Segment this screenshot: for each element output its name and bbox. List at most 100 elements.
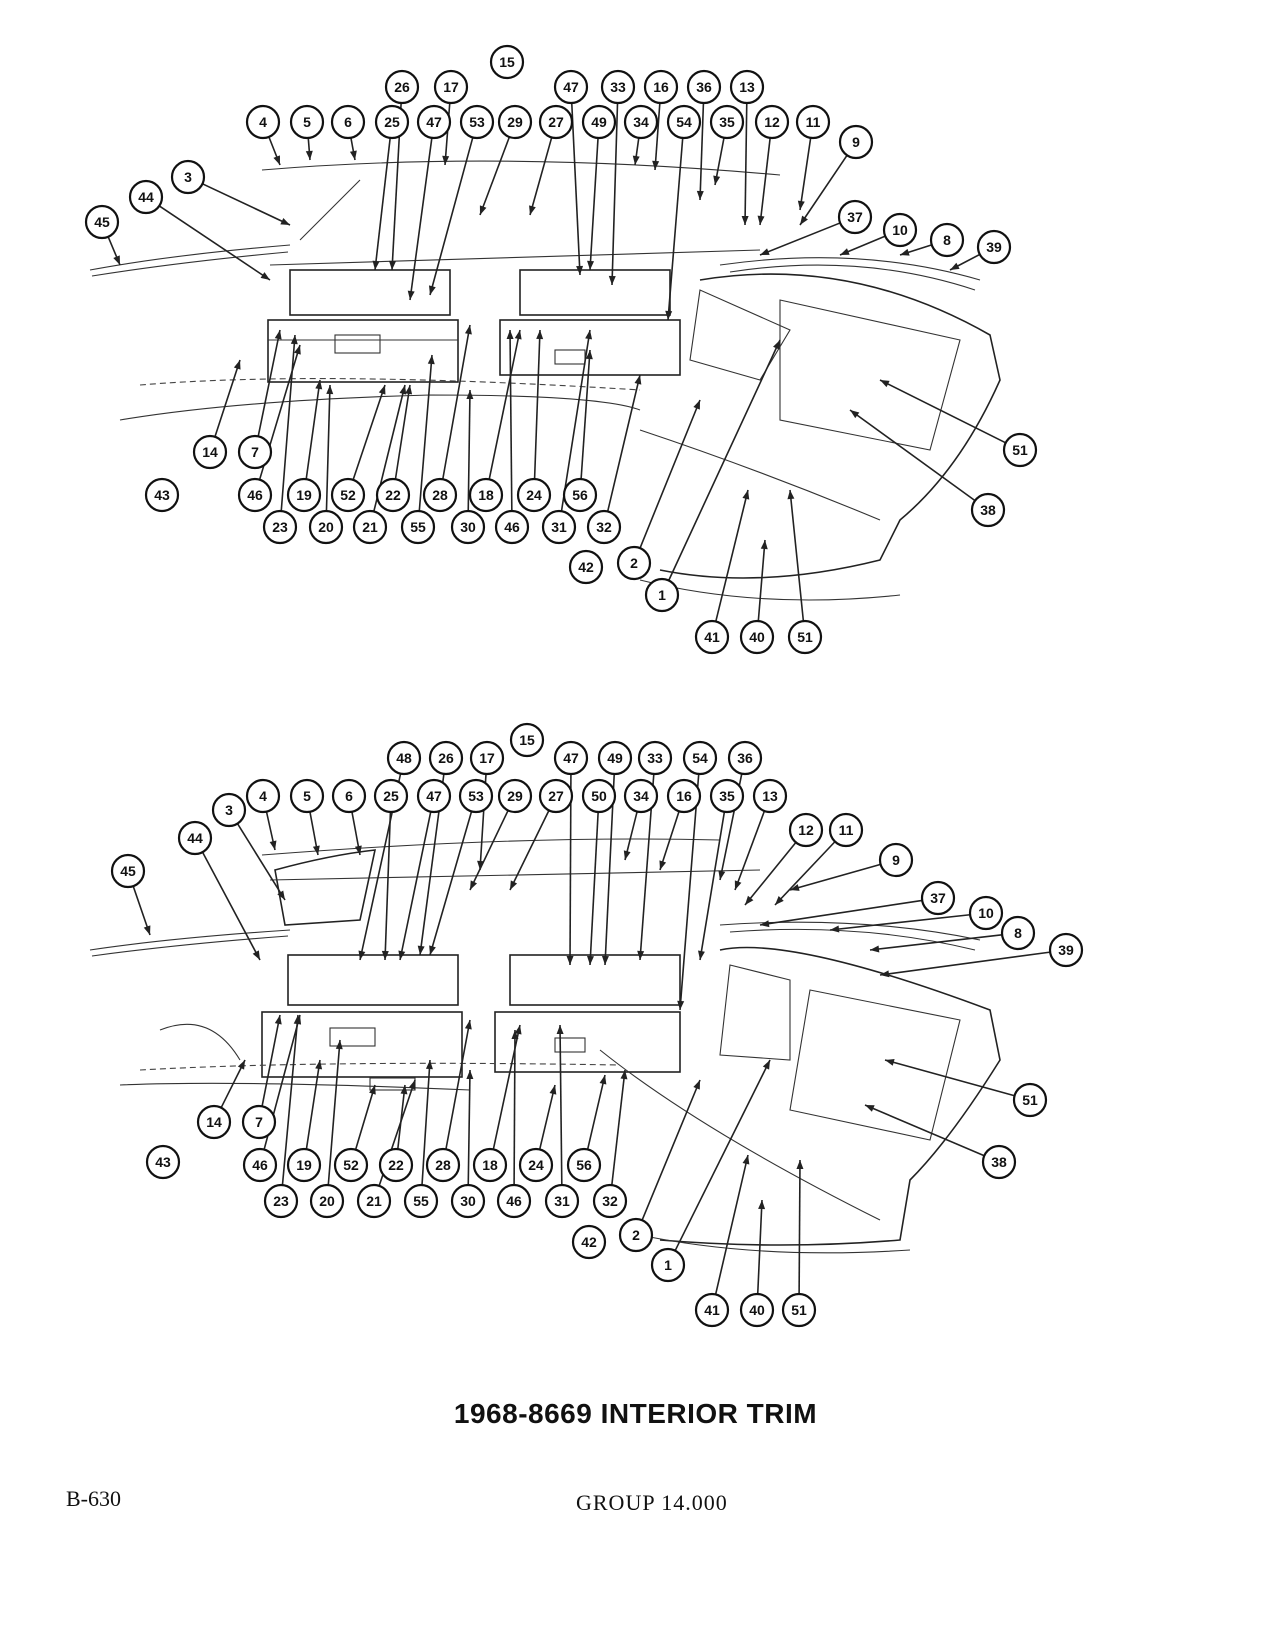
callout-number: 3	[225, 802, 233, 818]
callout-7: 7	[241, 1104, 277, 1140]
callout-circle	[356, 1183, 392, 1219]
callout-circle	[84, 204, 120, 240]
leader-arrowhead	[417, 945, 425, 955]
leader-line	[444, 102, 451, 166]
leader-line	[798, 1159, 801, 1295]
leader-line	[281, 1014, 299, 1186]
callout-46: 46	[242, 1147, 278, 1183]
callout-number: 21	[362, 519, 378, 535]
leader-arrowhead	[113, 255, 120, 265]
callout-number: 16	[653, 79, 669, 95]
leader-arrowhead	[466, 390, 474, 400]
callout-circle	[1000, 915, 1036, 951]
callout-51: 51	[1012, 1082, 1048, 1118]
callout-circle	[566, 1147, 602, 1183]
leader-arrowhead	[623, 850, 631, 860]
callout-circle	[644, 577, 680, 613]
callout-number: 8	[1014, 925, 1022, 941]
leader-line	[559, 1024, 563, 1186]
callout-circle	[386, 740, 422, 776]
leader-line	[354, 1084, 376, 1150]
leader-arrowhead	[693, 400, 700, 410]
leader-line	[158, 205, 271, 281]
callout-circle	[623, 104, 659, 140]
callout-56: 56	[562, 477, 598, 513]
callout-circle	[330, 477, 366, 513]
callout-number: 12	[798, 822, 814, 838]
callout-number: 1	[658, 587, 666, 603]
callout-circle	[781, 1292, 817, 1328]
leader-arrowhead	[576, 265, 584, 275]
leader-arrowhead	[305, 150, 313, 160]
leader-arrowhead	[693, 1080, 700, 1090]
leader-arrowhead	[870, 945, 880, 953]
callout-number: 47	[426, 114, 442, 130]
callout-45: 45	[84, 204, 120, 240]
leader-arrowhead	[408, 1080, 416, 1090]
leader-arrowhead	[758, 1200, 766, 1210]
callout-number: 10	[978, 905, 994, 921]
leader-line	[257, 329, 281, 437]
leader-line	[789, 489, 805, 622]
callout-6: 6	[330, 104, 366, 140]
callout-number: 35	[719, 788, 735, 804]
callout-number: 3	[184, 169, 192, 185]
callout-circle	[666, 778, 702, 814]
leader-arrowhead	[274, 330, 282, 340]
leader-arrowhead	[427, 355, 435, 365]
callout-circle	[571, 1224, 607, 1260]
callout-circle	[694, 1292, 730, 1328]
callout-circle	[384, 69, 420, 105]
leader-line	[509, 810, 550, 891]
leader-arrowhead	[335, 1040, 343, 1050]
callout-12: 12	[754, 104, 790, 140]
callout-16: 16	[643, 69, 679, 105]
callout-number: 46	[504, 519, 520, 535]
leader-arrowhead	[400, 1085, 408, 1095]
callout-circle	[469, 740, 505, 776]
callout-circle	[373, 778, 409, 814]
callout-8: 8	[1000, 915, 1036, 951]
callout-circle	[739, 619, 775, 655]
leader-line	[744, 841, 797, 906]
leader-line	[884, 1059, 1015, 1097]
leader-arrowhead	[470, 880, 478, 890]
leader-line	[479, 136, 511, 216]
leader-arrowhead	[293, 1015, 301, 1025]
diagram-title: 1968-8669 INTERIOR TRIM	[453, 1398, 818, 1429]
leader-arrowhead	[742, 490, 750, 500]
callout-number: 49	[591, 114, 607, 130]
callout-circle	[496, 1183, 532, 1219]
callout-number: 18	[482, 1157, 498, 1173]
leader-arrowhead	[260, 272, 270, 280]
callout-circle	[1002, 432, 1038, 468]
callout-32: 32	[586, 509, 622, 545]
callout-number: 25	[384, 114, 400, 130]
leader-arrowhead	[372, 260, 380, 270]
callout-number: 45	[94, 214, 110, 230]
callout-27: 27	[538, 778, 574, 814]
callout-number: 55	[413, 1193, 429, 1209]
callout-4: 4	[245, 778, 281, 814]
callout-number: 35	[719, 114, 735, 130]
callout-number: 7	[255, 1114, 263, 1130]
callout-number: 2	[632, 1227, 640, 1243]
callout-14: 14	[196, 1104, 232, 1140]
leader-arrowhead	[757, 215, 765, 225]
leader-arrowhead	[388, 260, 396, 270]
callout-circle	[286, 1147, 322, 1183]
callout-circle	[374, 104, 410, 140]
leader-line	[327, 1039, 341, 1186]
leader-arrowhead	[762, 1060, 770, 1070]
callout-51: 51	[781, 1292, 817, 1328]
callout-number: 49	[607, 750, 623, 766]
callout-number: 47	[563, 750, 579, 766]
callout-23: 23	[262, 509, 298, 545]
callout-number: 12	[764, 114, 780, 130]
leader-arrowhead	[354, 845, 362, 855]
leader-line	[421, 1059, 431, 1186]
callout-17: 17	[469, 740, 505, 776]
callout-48: 48	[386, 740, 422, 776]
callout-number: 11	[839, 822, 854, 838]
